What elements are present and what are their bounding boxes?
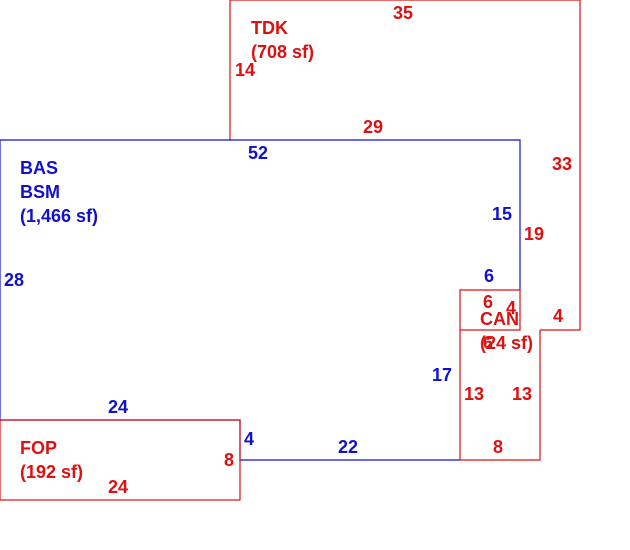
- dim-fop-bottom: 24: [108, 477, 128, 497]
- bsm-code-label: BSM: [20, 182, 60, 202]
- fop-outline: [0, 419, 241, 501]
- dim-tdk-left: 14: [235, 60, 255, 80]
- dim-lower-bottom: 8: [493, 437, 503, 457]
- dim-bas-bottom-left: 24: [108, 397, 128, 417]
- dim-bas-right-lower: 17: [432, 365, 452, 385]
- fop-code-label: FOP: [20, 438, 57, 458]
- dim-tdk-right: 33: [552, 154, 572, 174]
- dim-tdk-top: 35: [393, 3, 413, 23]
- dim-bas-top: 52: [248, 143, 268, 163]
- tdk-area-label: (708 sf): [251, 42, 314, 62]
- can-code-label: CAN: [480, 309, 519, 329]
- dim-bas-right-upper: 15: [492, 204, 512, 224]
- bas-outline: [0, 139, 521, 461]
- dim-tdk-step: 4: [553, 306, 563, 326]
- fop-area-label: (192 sf): [20, 462, 83, 482]
- dim-bas-notch-top: 6: [484, 266, 494, 286]
- tdk-code-label: TDK: [251, 18, 288, 38]
- dim-can-side: 4: [506, 298, 516, 318]
- bas-code-label: BAS: [20, 158, 58, 178]
- dim-bas-step: 4: [244, 429, 254, 449]
- lower-porch-outline: [459, 330, 541, 461]
- dim-tdk-bottom: 29: [363, 117, 383, 137]
- can-area-label: (24 sf): [480, 333, 533, 353]
- dim-lower-left: 13: [464, 384, 484, 404]
- dim-bas-bottom-mid: 22: [338, 437, 358, 457]
- dim-tdk-right-lower: 19: [524, 224, 544, 244]
- can-outline: [459, 289, 521, 331]
- dim-lower-right: 13: [512, 384, 532, 404]
- bas-area-label: (1,466 sf): [20, 206, 98, 226]
- tdk-outline: [229, 0, 581, 331]
- dim-bas-left: 28: [4, 270, 24, 290]
- dim-can-top: 6: [483, 292, 493, 312]
- dim-fop-right: 8: [224, 450, 234, 470]
- dim-can-bottom: 6: [483, 333, 493, 353]
